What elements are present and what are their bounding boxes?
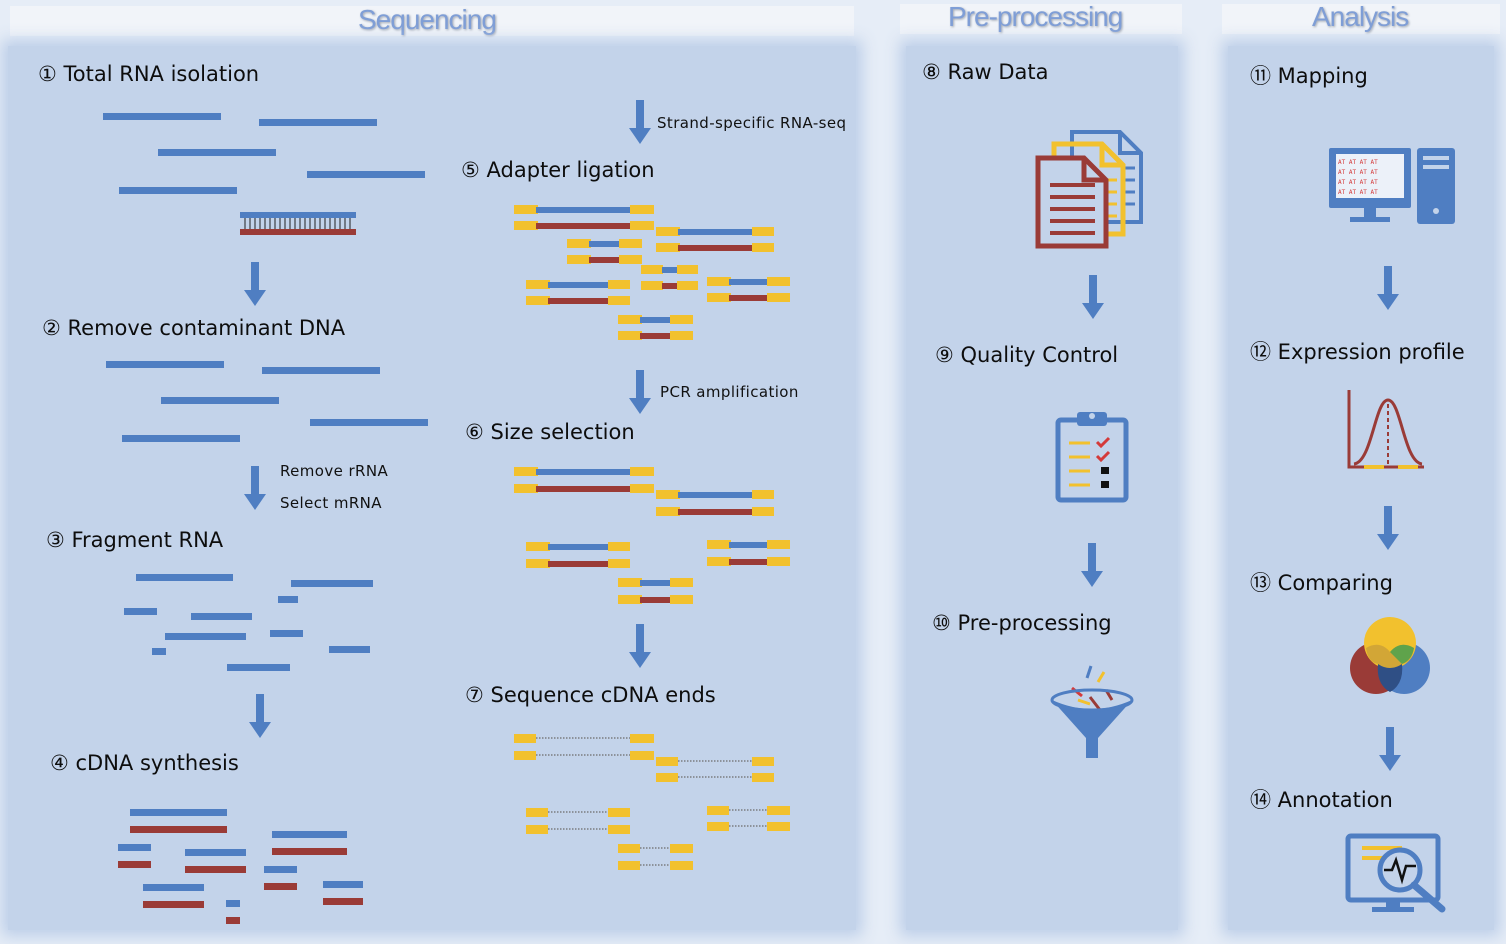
funnel-filter-icon (1050, 665, 1134, 758)
venn-diagram-icon (1350, 617, 1430, 694)
arrow-down-icon (244, 262, 266, 306)
documents-icon (1035, 130, 1143, 249)
step-adapter-ligation: ⑤ Adapter ligation (461, 158, 655, 182)
total-rna-strands (103, 113, 425, 218)
arrow-down-icon (629, 624, 651, 668)
size-selected-fragments (514, 467, 790, 604)
clipboard-checklist-icon (1055, 412, 1129, 503)
analysis-title: Analysis (1312, 1, 1409, 32)
fragmented-rna (124, 574, 373, 671)
step-quality-control: ⑨ Quality Control (935, 343, 1119, 367)
note-select-mrna: Select mRNA (280, 494, 382, 512)
arrow-down-icon (1377, 266, 1399, 310)
note-pcr-amplification: PCR amplification (660, 383, 799, 401)
sequencing-header-band (10, 6, 854, 36)
arrow-down-icon (244, 466, 266, 510)
step-comparing: ⑬ Comparing (1250, 571, 1393, 595)
svg-text:AT AT AT AT: AT AT AT AT (1338, 189, 1378, 196)
rna-without-dna (106, 361, 428, 442)
note-strand-specific: Strand-specific RNA-seq (657, 114, 847, 132)
bell-curve-icon (1347, 390, 1424, 469)
arrow-down-icon (629, 370, 651, 414)
step-mapping: ⑪ Mapping (1250, 64, 1368, 88)
sequenced-ends (514, 734, 790, 870)
dna-contaminant-duplex (240, 218, 356, 235)
svg-text:AT AT AT AT: AT AT AT AT (1338, 159, 1378, 166)
arrow-down-icon (629, 100, 651, 144)
arrow-down-icon (1082, 275, 1104, 319)
svg-text:AT AT AT AT: AT AT AT AT (1338, 179, 1378, 186)
preprocessing-header-band (900, 4, 1182, 34)
cdna-duplexes (118, 809, 363, 924)
monitor-magnifier-icon (1345, 833, 1446, 913)
step-total-rna-isolation: ① Total RNA isolation (38, 62, 260, 86)
step-pre-processing: ⑩ Pre-processing (932, 611, 1112, 635)
step-sequence-cdna-ends: ⑦ Sequence cDNA ends (465, 683, 716, 707)
arrow-down-icon (1379, 727, 1401, 771)
arrow-down-icon (1081, 543, 1103, 587)
step-expression-profile: ⑫ Expression profile (1250, 340, 1465, 364)
step-annotation: ⑭ Annotation (1250, 788, 1393, 812)
arrow-down-icon (1377, 506, 1399, 550)
sequencing-title: Sequencing (358, 4, 497, 35)
step-fragment-rna: ③ Fragment RNA (46, 528, 224, 552)
step-size-selection: ⑥ Size selection (465, 420, 635, 444)
step-cdna-synthesis: ④ cDNA synthesis (50, 751, 239, 775)
analysis-header-band (1222, 4, 1500, 34)
step-raw-data: ⑧ Raw Data (922, 60, 1049, 84)
preprocessing-title: Pre-processing (948, 1, 1123, 32)
arrow-down-icon (249, 694, 271, 738)
adapter-ligated-fragments (514, 205, 790, 340)
computer-icon: AT AT AT AT AT AT AT AT AT AT AT AT AT A… (1329, 148, 1455, 224)
svg-text:AT AT AT AT: AT AT AT AT (1338, 169, 1378, 176)
step-remove-contaminant-dna: ② Remove contaminant DNA (42, 316, 346, 340)
note-remove-rrna: Remove rRNA (280, 462, 389, 480)
